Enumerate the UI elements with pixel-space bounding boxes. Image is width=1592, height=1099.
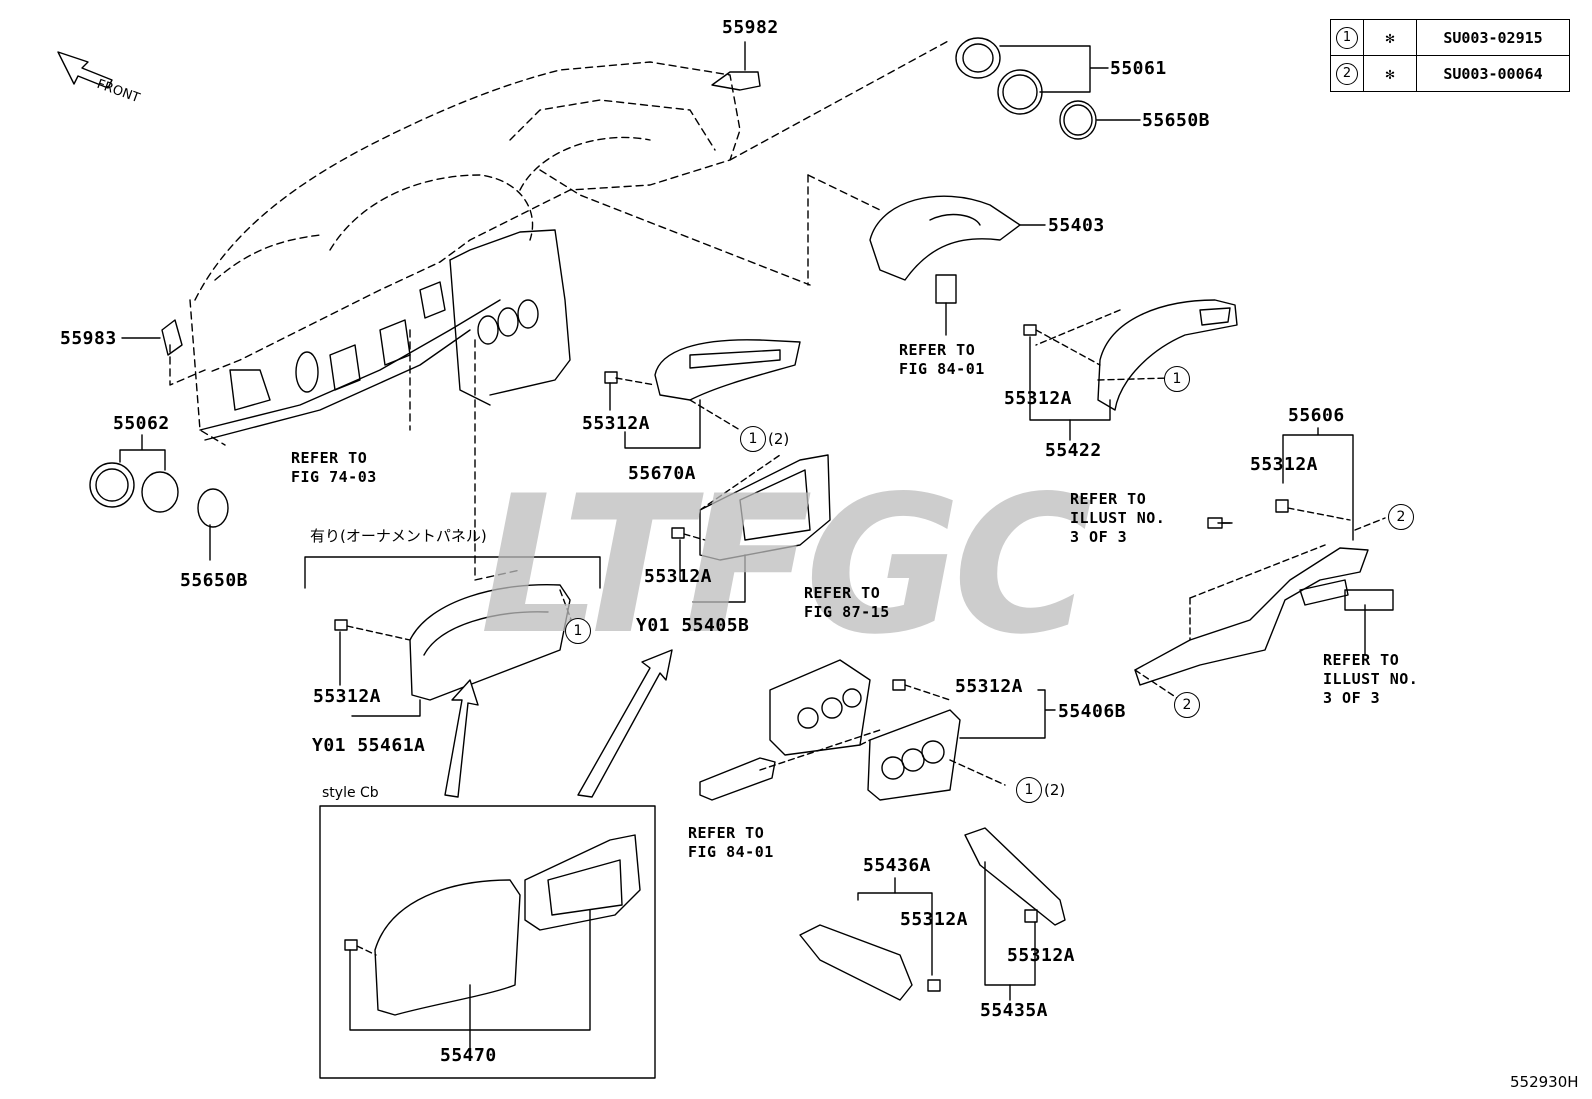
part-label-55312a-console[interactable]: 55312A [1250, 454, 1319, 475]
refer-illust-a[interactable]: REFER TO ILLUST NO. 3 OF 3 [1070, 490, 1166, 546]
part-label-55312a-lower[interactable]: 55312A [900, 909, 969, 930]
part-label-55650b-left[interactable]: 55650B [180, 570, 249, 591]
part-label-55461a[interactable]: Y01 55461A [312, 735, 426, 756]
part-label-55403[interactable]: 55403 [1048, 215, 1105, 236]
legend-key-badge: 1 [1336, 26, 1358, 49]
ornament-panel-note: 有り(オーナメントパネル) [310, 527, 487, 545]
diagram-code: 552930H [1510, 1073, 1579, 1091]
part-label-55982[interactable]: 55982 [722, 17, 779, 38]
part-label-55406b[interactable]: 55406B [1058, 701, 1127, 722]
dashboard-solid-edges [199, 229, 571, 441]
refer-fig-84-01-top[interactable]: REFER TO FIG 84-01 [899, 341, 985, 378]
part-55061-vent [955, 37, 1043, 115]
screw-icon [1207, 517, 1233, 529]
front-arrow-icon [57, 51, 113, 89]
refer-fig-87-15[interactable]: REFER TO FIG 87-15 [804, 584, 890, 621]
ornament-bracket [304, 556, 601, 589]
callout-1-cluster: 1 [565, 618, 591, 644]
part-label-55312a-panel[interactable]: 55312A [644, 566, 713, 587]
legend-row: 2 ✻ SU003-00064 [1330, 55, 1570, 92]
part-55461a-cluster-surround [334, 583, 571, 701]
callout-paren-vent: (2) [768, 430, 790, 448]
legend-part-number[interactable]: SU003-02915 [1416, 19, 1570, 56]
part-label-55312a-lower2[interactable]: 55312A [1007, 945, 1076, 966]
part-label-55062[interactable]: 55062 [113, 413, 170, 434]
legend-row: 1 ✻ SU003-02915 [1330, 19, 1570, 56]
callout-paren-hvac: (2) [1044, 781, 1066, 799]
dashboard-leaders [169, 39, 951, 581]
part-label-55422[interactable]: 55422 [1045, 440, 1102, 461]
part-55670a-vent [604, 339, 801, 401]
part-label-55061[interactable]: 55061 [1110, 58, 1167, 79]
bolt-icon: ✻ [1363, 55, 1417, 92]
legend-key-badge: 2 [1336, 62, 1358, 85]
part-label-55312a-right[interactable]: 55312A [1004, 388, 1073, 409]
style-cb-box [319, 805, 656, 1079]
part-55062-vent [89, 462, 179, 513]
callout-1-vent: 1 [740, 426, 766, 452]
part-55403-hood [869, 195, 1021, 304]
part-label-55405b[interactable]: Y01 55405B [636, 615, 750, 636]
part-label-55606[interactable]: 55606 [1288, 405, 1345, 426]
part-55650b-left-ring [197, 488, 229, 528]
refer-illust-b[interactable]: REFER TO ILLUST NO. 3 OF 3 [1323, 651, 1419, 707]
part-label-55312a-vent[interactable]: 55312A [582, 413, 651, 434]
callout-1-hvac: 1 [1016, 777, 1042, 803]
part-55435a-bracket [964, 827, 1066, 926]
refer-fig-74-03[interactable]: REFER TO FIG 74-03 [291, 449, 377, 486]
fastener-legend-table: 1 ✻ SU003-02915 2 ✻ SU003-00064 [1330, 19, 1570, 92]
part-55470-panels [344, 834, 641, 1016]
part-55436a-trim [799, 924, 941, 1001]
part-label-55983[interactable]: 55983 [60, 328, 117, 349]
part-55650b-top-ring [1059, 100, 1097, 140]
callout-1-right: 1 [1164, 366, 1190, 392]
part-55982-shape [711, 71, 761, 91]
part-label-55312a-cluster[interactable]: 55312A [313, 686, 382, 707]
style-arrow-left-icon [444, 679, 479, 798]
part-55983-cover [161, 319, 183, 356]
part-55606-console [1134, 499, 1394, 686]
legend-part-number[interactable]: SU003-00064 [1416, 55, 1570, 92]
callout-2-console-top: 2 [1388, 504, 1414, 530]
part-label-55435a[interactable]: 55435A [980, 1000, 1049, 1021]
part-label-55650b-top[interactable]: 55650B [1142, 110, 1211, 131]
part-label-55470[interactable]: 55470 [440, 1045, 497, 1066]
part-label-55312a-hvac[interactable]: 55312A [955, 676, 1024, 697]
style-arrow-right-icon [577, 649, 673, 798]
part-label-55436a[interactable]: 55436A [863, 855, 932, 876]
dashboard-assembly [189, 61, 741, 446]
style-cb-label: style Cb [322, 785, 379, 801]
part-55405b-panel [671, 454, 831, 561]
bolt-icon: ✻ [1363, 19, 1417, 56]
callout-2-console-bottom: 2 [1174, 692, 1200, 718]
part-55406b-hvac-control [769, 659, 961, 801]
hazard-switch-part [699, 757, 776, 801]
part-label-55670a[interactable]: 55670A [628, 463, 697, 484]
refer-fig-84-01-bottom[interactable]: REFER TO FIG 84-01 [688, 824, 774, 861]
watermark: LTFGC [480, 455, 1092, 676]
